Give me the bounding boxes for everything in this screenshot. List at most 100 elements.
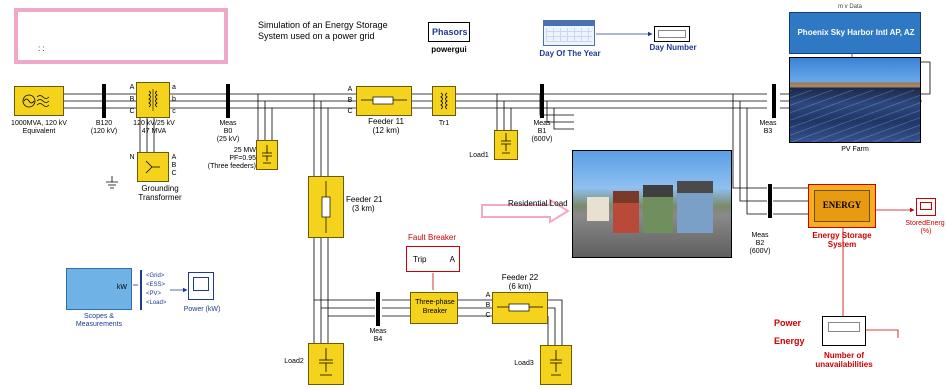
- meas-b0-bus-bar[interactable]: [226, 84, 230, 118]
- unavail-caption-1: Number of: [806, 352, 882, 360]
- annotation-text: : :: [38, 44, 45, 53]
- cap-bank-caption-2: PF=0.95: [220, 155, 256, 163]
- feeder-21-caption-1: Feeder 21: [346, 196, 386, 204]
- grounding-transformer-block[interactable]: [137, 152, 169, 182]
- f11-port-b: B: [346, 97, 354, 105]
- meas-b4-caption-1: Meas: [364, 328, 392, 336]
- meas-b2-caption-2: B2: [746, 240, 774, 248]
- scopes-subsystem-block[interactable]: kW: [66, 268, 132, 310]
- tr1-block[interactable]: [432, 86, 456, 116]
- display-inner: [658, 30, 686, 38]
- feeder-21-block[interactable]: [308, 176, 344, 238]
- pi-line-icon: [357, 87, 411, 115]
- meas-b0-caption-2: B0: [214, 128, 242, 136]
- meas-b1-bus-bar[interactable]: [540, 84, 544, 118]
- energy-storage-block[interactable]: ENERGY: [808, 184, 876, 228]
- ac-source-icon: [15, 87, 63, 115]
- meas-b0-caption-3: (25 kV): [210, 136, 246, 144]
- annotation-box[interactable]: : :: [14, 8, 228, 64]
- feeder-11-block[interactable]: [356, 86, 412, 116]
- powergui-block[interactable]: Phasors: [428, 22, 470, 42]
- house-red: [613, 191, 639, 233]
- unavail-caption-2: unavailabilities: [806, 361, 882, 369]
- f11-port-c: C: [346, 108, 354, 116]
- b120-bus-bar[interactable]: [102, 84, 106, 118]
- energy-label: Energy: [774, 336, 814, 346]
- feeder-22-block[interactable]: [492, 292, 548, 324]
- load3-block[interactable]: [540, 345, 572, 385]
- power-kw-scope[interactable]: [188, 272, 214, 300]
- weather-top-text: m v Data: [820, 3, 880, 11]
- capacitor-bank-block[interactable]: [256, 140, 278, 170]
- power-kw-caption: Power (kW): [180, 306, 224, 314]
- feeder-21-pi-icon: [309, 177, 343, 237]
- ground-port-a: A: [170, 154, 178, 162]
- meas-b4-caption-2: B4: [364, 336, 392, 344]
- meas-b3-caption-1: Meas: [754, 120, 782, 128]
- b120-caption-2: (120 kV): [88, 128, 120, 136]
- grounding-icon: [138, 153, 168, 181]
- calendar-icon[interactable]: [543, 20, 595, 46]
- ground-port-b: B: [170, 162, 178, 170]
- cap-bank-caption-3: (Three feeders): [206, 163, 256, 171]
- ground-symbol-icon: [103, 176, 121, 192]
- f11-port-a: A: [346, 86, 354, 94]
- meas-b3-caption-2: B3: [754, 128, 782, 136]
- meas-b1-caption-3: (600V): [524, 136, 560, 144]
- day-of-year-caption: Day Of The Year: [532, 50, 608, 58]
- house-white: [587, 197, 609, 221]
- tr1-transformer-icon: [433, 87, 455, 115]
- load2-block[interactable]: [308, 343, 344, 385]
- residential-caption: Residential Load: [508, 200, 572, 208]
- xfmr-port-c: C: [128, 108, 136, 116]
- load2-caption: Load2: [282, 358, 306, 366]
- source-caption-1: 1000MVA, 120 kV: [4, 120, 74, 128]
- scopes-caption-1: Scopes &: [60, 313, 138, 321]
- stored-energy-scope[interactable]: [916, 198, 936, 216]
- grounding-caption-2: Transformer: [130, 194, 190, 202]
- meas-b2-caption-1: Meas: [746, 232, 774, 240]
- house-green: [643, 185, 673, 233]
- unavail-screen: [828, 322, 860, 332]
- main-xfmr-caption-1: 120 kV/25 kV: [124, 120, 184, 128]
- fault-port-a: A: [450, 255, 455, 264]
- xfmr-port-b-low: b: [170, 96, 178, 104]
- pv-farm-image[interactable]: [789, 57, 921, 143]
- feeder-22-pi-icon: [493, 293, 547, 323]
- feeder-21-caption-2: (3 km): [352, 205, 392, 213]
- source-block[interactable]: [14, 86, 64, 116]
- b120-caption-1: B120: [88, 120, 120, 128]
- weather-data-block[interactable]: Phoenix Sky Harbor Intl AP, AZ: [789, 12, 921, 54]
- fault-breaker-block[interactable]: Trip A: [406, 246, 460, 272]
- meas-b2-bus-bar[interactable]: [768, 184, 772, 218]
- ground-port-c: C: [170, 170, 178, 178]
- load1-icon: [495, 131, 517, 159]
- bus-item-ess: <ESS>: [146, 281, 165, 289]
- tr1-caption: Tr1: [432, 120, 456, 128]
- xfmr-port-b: B: [128, 96, 136, 104]
- cap-bank-caption-1: 25 MW: [220, 147, 256, 155]
- breaker-line-1: Three-phase: [411, 299, 459, 306]
- powergui-caption: powergui: [424, 46, 474, 54]
- bus-item-pv: <PV>: [146, 290, 161, 298]
- meas-b4-bus-bar[interactable]: [376, 292, 380, 326]
- f22-port-c: C: [484, 312, 492, 320]
- three-phase-breaker-block[interactable]: Three-phase Breaker: [410, 292, 458, 324]
- meas-b1-caption-1: Meas: [528, 120, 556, 128]
- residential-load-image[interactable]: [572, 150, 732, 258]
- day-number-display[interactable]: [654, 26, 690, 42]
- weather-station-label: Phoenix Sky Harbor Intl AP, AZ: [792, 28, 920, 37]
- unavailabilities-display[interactable]: [822, 316, 866, 346]
- f22-port-b: B: [484, 302, 492, 310]
- solar-panel-rows: [790, 90, 921, 143]
- main-xfmr-caption-2: 47 MVA: [124, 128, 184, 136]
- xfmr-port-c-low: c: [170, 108, 178, 116]
- load1-block[interactable]: [494, 130, 518, 160]
- meas-b0-caption-1: Meas: [214, 120, 242, 128]
- ess-inner-panel: ENERGY: [814, 190, 870, 222]
- ess-inner-label: ENERGY: [815, 200, 869, 210]
- grounding-caption-1: Grounding: [130, 185, 190, 193]
- main-transformer-block[interactable]: [136, 82, 170, 118]
- meas-b3-bus-bar[interactable]: [772, 84, 776, 118]
- bus-selector-block[interactable]: <Grid> <ESS> <PV> <Load>: [140, 270, 170, 310]
